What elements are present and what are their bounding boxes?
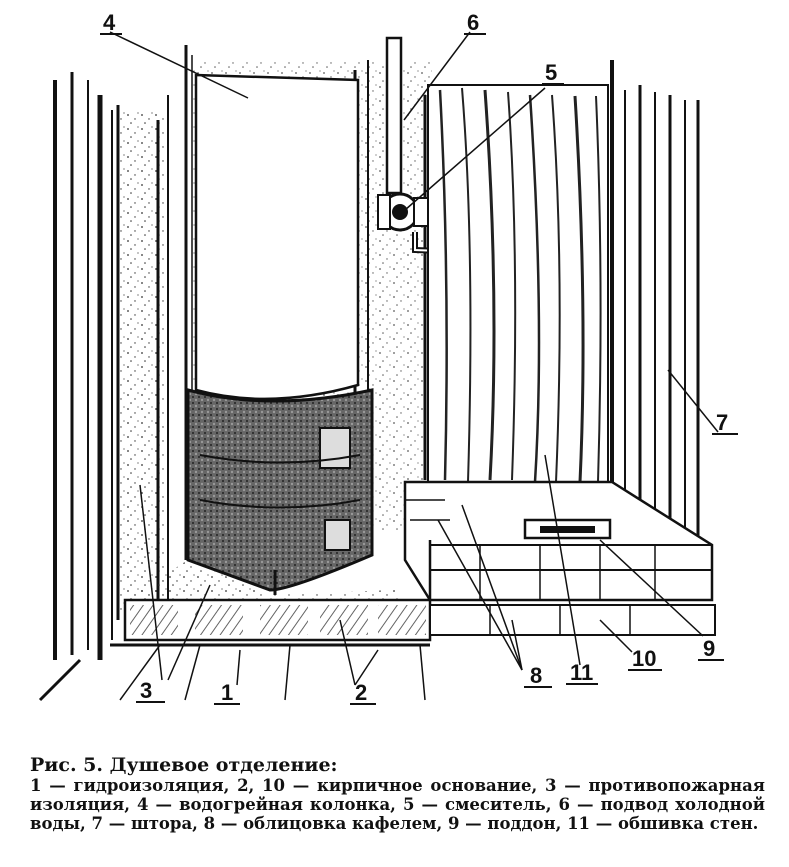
left-wall — [53, 45, 193, 660]
wall-sheathing — [427, 84, 609, 486]
label-6: 6 — [467, 10, 479, 35]
shower-tray — [403, 480, 716, 636]
label-10: 10 — [632, 646, 656, 671]
leader-lines — [109, 31, 719, 686]
label-5: 5 — [545, 60, 557, 85]
label-7: 7 — [716, 410, 728, 435]
label-9: 9 — [703, 636, 715, 661]
label-1: 1 — [221, 680, 233, 705]
curtain — [610, 60, 700, 545]
label-11: 11 — [570, 660, 593, 685]
shower-compartment-diagram: 4 6 5 7 3 1 2 8 11 10 9 — [38, 10, 738, 705]
figure-caption: Рис. 5. Душевое отделение: 1 — гидроизол… — [30, 754, 765, 834]
pipe-and-mixer — [377, 36, 580, 265]
caption-title: Рис. 5. Душевое отделение: — [30, 754, 338, 776]
water-heater — [186, 73, 374, 595]
label-8: 8 — [530, 663, 542, 688]
caption-body: 1 — гидроизоляция, 2, 10 — кирпичное осн… — [30, 776, 765, 833]
floor-base — [38, 560, 432, 702]
label-3: 3 — [140, 678, 152, 703]
label-2: 2 — [355, 680, 367, 705]
label-4: 4 — [103, 10, 116, 35]
